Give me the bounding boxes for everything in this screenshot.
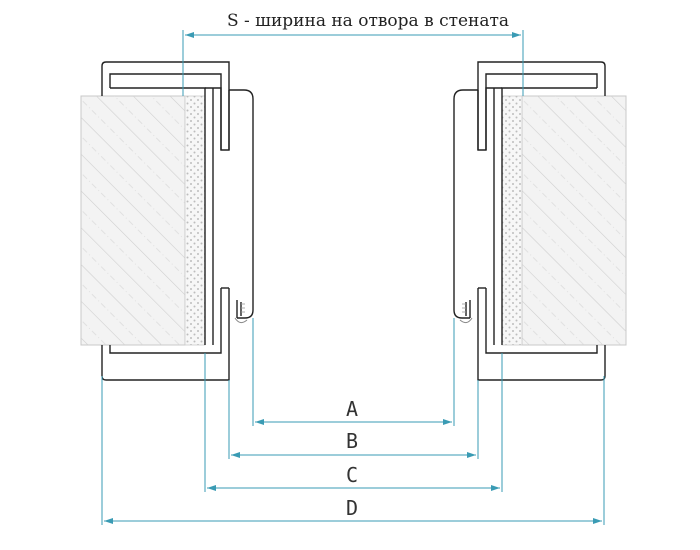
left-seal (234, 303, 248, 324)
label-b: B (346, 429, 358, 453)
diagram-title: S - ширина на отвора в стената (227, 11, 509, 31)
left-foam-layer (184, 95, 206, 346)
label-a: A (346, 397, 358, 421)
right-wall (521, 95, 627, 346)
dimension-c: C (204, 353, 503, 492)
left-door-frame (101, 61, 254, 381)
label-c: C (346, 463, 358, 487)
dimension-a: A (252, 318, 455, 426)
right-foam-layer (501, 95, 523, 346)
right-seal (459, 303, 473, 324)
dimension-b: B (228, 380, 479, 459)
dimension-d: D (101, 376, 605, 525)
left-wall (80, 95, 186, 346)
right-door-frame (453, 61, 606, 381)
dimension-s: S - ширина на отвора в стената (182, 11, 524, 96)
label-d: D (346, 496, 358, 520)
